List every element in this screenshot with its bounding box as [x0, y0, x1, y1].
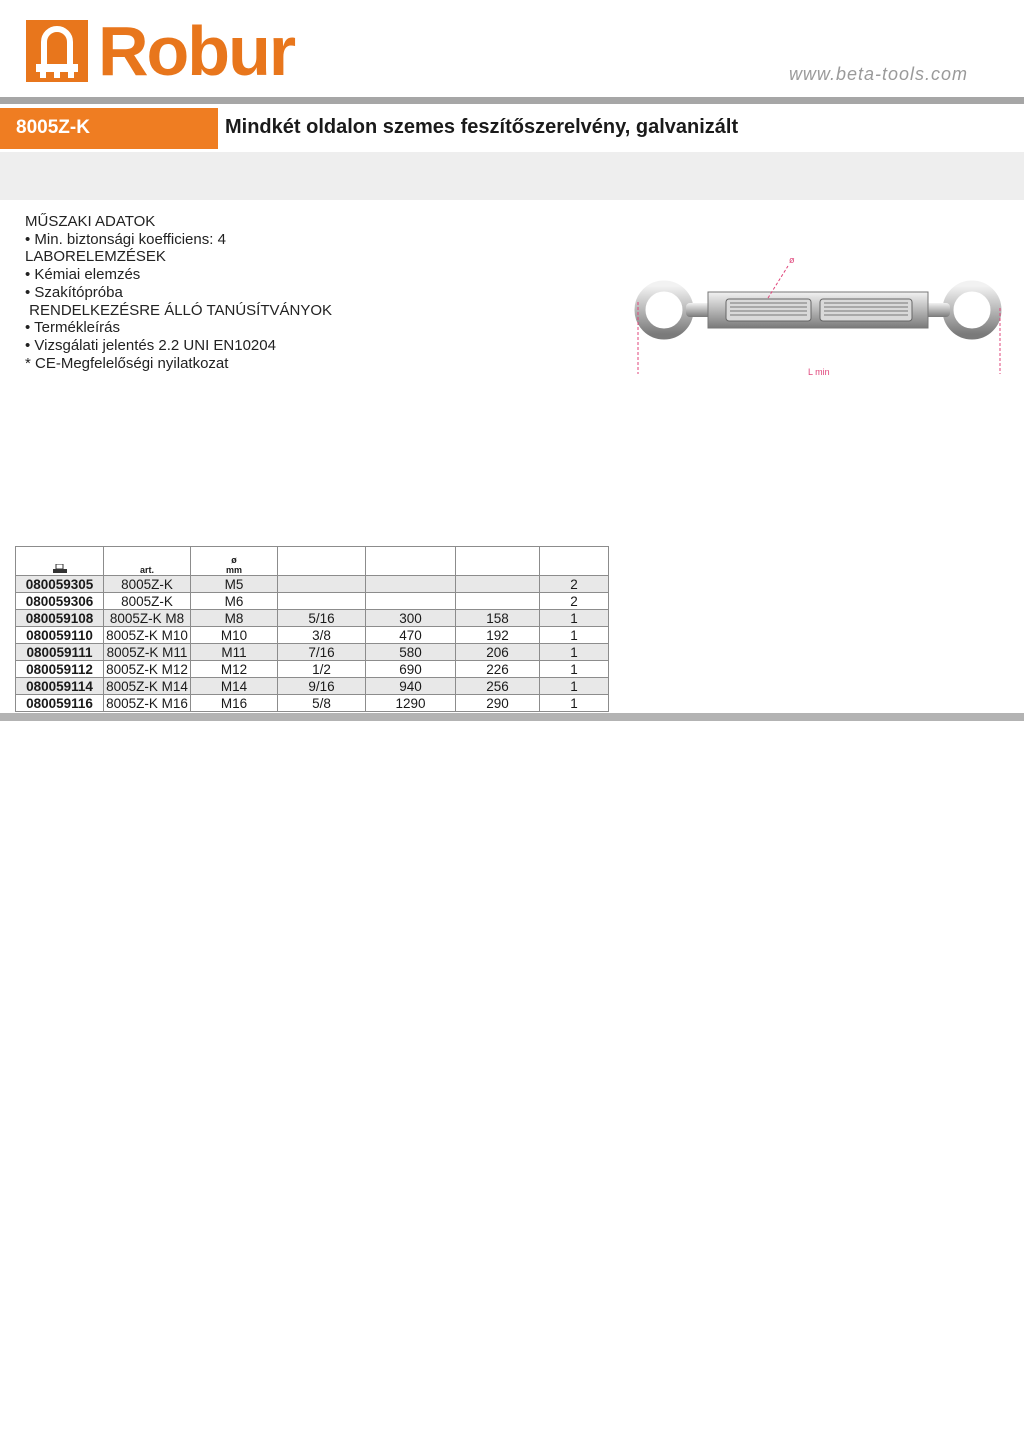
- table-cell: 8005Z-K M8: [103, 609, 191, 627]
- order-code-cell: 080059110: [15, 626, 104, 644]
- table-cell: 158: [455, 609, 540, 627]
- table-cell: 206: [455, 643, 540, 661]
- table-cell: [365, 592, 456, 610]
- product-code-box: [0, 108, 218, 149]
- order-code-cell: 080059111: [15, 643, 104, 661]
- spec-line: RENDELKEZÉSRE ÁLLÓ TANÚSÍTVÁNYOK: [25, 301, 333, 319]
- diameter-label: ø: [789, 255, 795, 265]
- header-divider: [0, 97, 1024, 104]
- table-cell: 5/16: [277, 609, 366, 627]
- spec-line: * CE-Megfelelőségi nyilatkozat: [25, 354, 229, 372]
- column-header: [365, 546, 456, 576]
- table-cell: 8005Z-K: [103, 592, 191, 610]
- table-cell: 8005Z-K M10: [103, 626, 191, 644]
- table-cell: 300: [365, 609, 456, 627]
- table-cell: 2: [539, 592, 609, 610]
- table-cell: 226: [455, 660, 540, 678]
- order-code-cell: 080059112: [15, 660, 104, 678]
- brand-wordmark: Robur: [98, 12, 296, 90]
- barcode-icon: [52, 563, 67, 573]
- order-code-cell: 080059114: [15, 677, 104, 695]
- spec-line: • Szakítópróba: [25, 283, 123, 301]
- spec-line: • Kémiai elemzés: [25, 266, 141, 284]
- shackle-logo-icon: [26, 20, 88, 82]
- table-cell: 2: [539, 575, 609, 593]
- table-cell: [277, 575, 366, 593]
- table-cell: 5/8: [277, 694, 366, 712]
- table-cell: M16: [190, 694, 278, 712]
- table-cell: 290: [455, 694, 540, 712]
- table-cell: 3/8: [277, 626, 366, 644]
- table-cell: M8: [190, 609, 278, 627]
- table-cell: 9/16: [277, 677, 366, 695]
- table-cell: 1: [539, 660, 609, 678]
- table-cell: 7/16: [277, 643, 366, 661]
- table-cell: 1: [539, 609, 609, 627]
- table-cell: M14: [190, 677, 278, 695]
- table-cell: [365, 575, 456, 593]
- table-cell: 1: [539, 694, 609, 712]
- table-cell: 192: [455, 626, 540, 644]
- table-cell: 1: [539, 677, 609, 695]
- order-code-cell: 080059108: [15, 609, 104, 627]
- table-cell: 256: [455, 677, 540, 695]
- product-code: 8005Z-K: [16, 117, 90, 138]
- table-cell: 580: [365, 643, 456, 661]
- table-cell: M11: [190, 643, 278, 661]
- code-column-header: [15, 546, 104, 576]
- turnbuckle-illustration: ø L min: [628, 250, 1008, 380]
- table-cell: M12: [190, 660, 278, 678]
- table-cell: 8005Z-K M11: [103, 643, 191, 661]
- table-cell: [455, 575, 540, 593]
- order-code-cell: 080059305: [15, 575, 104, 593]
- subtitle-band: [0, 152, 1024, 200]
- spec-line: MŰSZAKI ADATOK: [25, 213, 156, 230]
- footer-divider: [0, 713, 1024, 721]
- table-cell: 8005Z-K M16: [103, 694, 191, 712]
- spec-line: • Min. biztonsági koefficiens: 4: [25, 230, 226, 248]
- product-title: Mindkét oldalon szemes feszítőszerelvény…: [225, 116, 739, 138]
- length-label: L min: [808, 367, 830, 377]
- table-cell: [455, 592, 540, 610]
- article-column-header: art.: [103, 546, 191, 576]
- table-cell: 1/2: [277, 660, 366, 678]
- order-code-cell: 080059116: [15, 694, 104, 712]
- table-cell: 690: [365, 660, 456, 678]
- table-cell: [277, 592, 366, 610]
- order-code-cell: 080059306: [15, 592, 104, 610]
- robur-logo: Robur: [26, 12, 336, 90]
- column-header: [539, 546, 609, 576]
- table-cell: M10: [190, 626, 278, 644]
- spec-line: • Vizsgálati jelentés 2.2 UNI EN10204: [25, 336, 276, 354]
- spec-line: LABORELEMZÉSEK: [25, 248, 166, 266]
- table-cell: 470: [365, 626, 456, 644]
- table-cell: 1290: [365, 694, 456, 712]
- table-cell: M5: [190, 575, 278, 593]
- table-cell: 8005Z-K M12: [103, 660, 191, 678]
- table-cell: 1: [539, 643, 609, 661]
- table-cell: 940: [365, 677, 456, 695]
- technical-specs: MŰSZAKI ADATOK • Min. biztonsági koeffic…: [25, 213, 332, 372]
- website-url[interactable]: www.beta-tools.com: [788, 64, 968, 84]
- column-header: [455, 546, 540, 576]
- table-cell: 8005Z-K M14: [103, 677, 191, 695]
- column-header: [277, 546, 366, 576]
- table-cell: 8005Z-K: [103, 575, 191, 593]
- spec-line: • Termékleírás: [25, 319, 121, 337]
- table-cell: M6: [190, 592, 278, 610]
- table-cell: 1: [539, 626, 609, 644]
